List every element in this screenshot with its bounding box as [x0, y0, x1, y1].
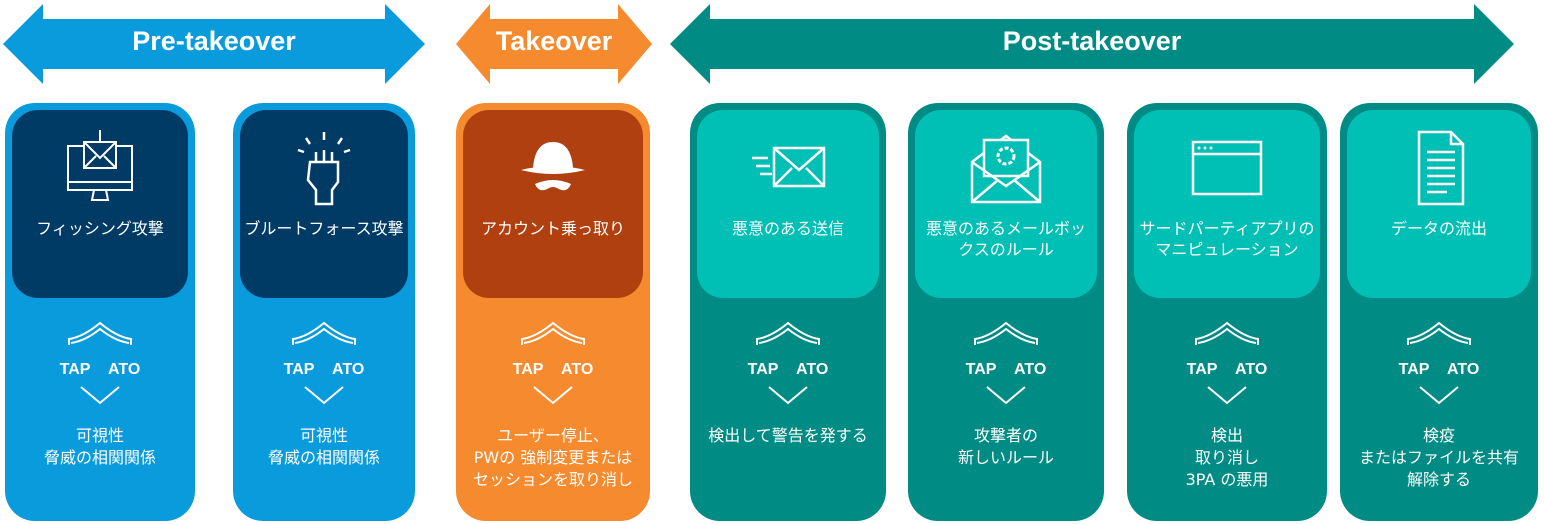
stage-card: データの流出 TAP ATO 検疫 またはファイルを共有 解除する: [1340, 103, 1538, 521]
stage-card: フィッシング攻撃 TAP ATO 可視性 脅威の相関関係: [5, 103, 195, 521]
tap-ato-badge: TAP ATO: [1340, 315, 1538, 415]
tap-ato-badge: TAP ATO: [233, 315, 415, 415]
tap-ato-badge: TAP ATO: [456, 315, 650, 415]
stage-header: サードパーティアプリのマニピュレーション: [1134, 110, 1320, 298]
stage-response: ユーザー停止、 PWの 強制変更または セッションを取り消し: [472, 426, 633, 489]
ato-label: ATO: [561, 361, 594, 378]
ato-label: ATO: [1014, 361, 1047, 378]
phishing-monitor-icon: [67, 130, 133, 201]
stage-card: 悪意のある送信 TAP ATO 検出して警告を発する: [690, 103, 886, 521]
stage-title: フィッシング攻撃: [36, 219, 164, 238]
stage-title: 悪意のある送信: [731, 219, 844, 238]
mail-gear-icon: [970, 134, 1042, 204]
stage-title: ブルートフォース攻撃: [244, 219, 404, 238]
post-takeover-arrow: Post-takeover: [670, 4, 1514, 84]
stage-title: サードパーティアプリのマニピュレーション: [1139, 219, 1315, 259]
stage-header: フィッシング攻撃: [12, 110, 188, 298]
stage-header: 悪意のあるメールボックスのルール: [915, 110, 1097, 298]
stage-title: 悪意のあるメールボックスのルール: [925, 219, 1086, 259]
stage-header: 悪意のある送信: [697, 110, 879, 298]
pre-takeover-arrow: Pre-takeover: [3, 4, 425, 84]
takeover-arrow: Takeover: [456, 4, 652, 84]
stage-response: 検出して警告を発する: [708, 426, 868, 445]
stage-title: データの流出: [1390, 219, 1487, 238]
stage-header: データの流出: [1347, 110, 1531, 298]
stage-header: ブルートフォース攻撃: [240, 110, 408, 298]
fast-mail-icon: [752, 146, 826, 188]
ato-label: ATO: [1235, 361, 1268, 378]
ato-label: ATO: [332, 361, 365, 378]
tap-label: TAP: [512, 361, 544, 378]
ato-label: ATO: [108, 361, 141, 378]
tap-label: TAP: [59, 361, 91, 378]
phase-label: Post-takeover: [1002, 26, 1182, 56]
document-icon: [1417, 130, 1465, 206]
tap-ato-badge: TAP ATO: [1127, 315, 1327, 415]
tap-ato-badge: TAP ATO: [5, 315, 195, 415]
stage-title: アカウント乗っ取り: [480, 219, 625, 238]
stage-header: アカウント乗っ取り: [463, 110, 643, 298]
stage-response: 可視性 脅威の相関関係: [43, 426, 156, 467]
stage-card: サードパーティアプリのマニピュレーション TAP ATO 検出 取り消し 3PA…: [1127, 103, 1327, 521]
tap-label: TAP: [747, 361, 779, 378]
tap-label: TAP: [1398, 361, 1430, 378]
phase-label: Pre-takeover: [132, 26, 296, 56]
ato-label: ATO: [1447, 361, 1480, 378]
tap-label: TAP: [283, 361, 315, 378]
stage-card: 悪意のあるメールボックスのルール TAP ATO 攻撃者の 新しいルール: [908, 103, 1104, 521]
tap-ato-badge: TAP ATO: [908, 315, 1104, 415]
stage-card: アカウント乗っ取り TAP ATO ユーザー停止、 PWの 強制変更または セッ…: [456, 103, 650, 521]
hacker-hat-icon: [521, 142, 585, 191]
tap-ato-badge: TAP ATO: [690, 315, 886, 415]
tap-label: TAP: [1186, 361, 1218, 378]
stage-card: ブルートフォース攻撃 TAP ATO 可視性 脅威の相関関係: [233, 103, 415, 521]
fist-icon: [297, 132, 351, 206]
stage-response: 可視性 脅威の相関関係: [267, 426, 380, 467]
phase-label: Takeover: [495, 26, 613, 56]
browser-window-icon: [1191, 140, 1263, 196]
stage-response: 検疫 またはファイルを共有 解除する: [1358, 426, 1519, 489]
stage-response: 検出 取り消し 3PA の悪用: [1185, 426, 1269, 489]
stage-response: 攻撃者の 新しいルール: [957, 426, 1054, 467]
ato-label: ATO: [796, 361, 829, 378]
tap-label: TAP: [965, 361, 997, 378]
